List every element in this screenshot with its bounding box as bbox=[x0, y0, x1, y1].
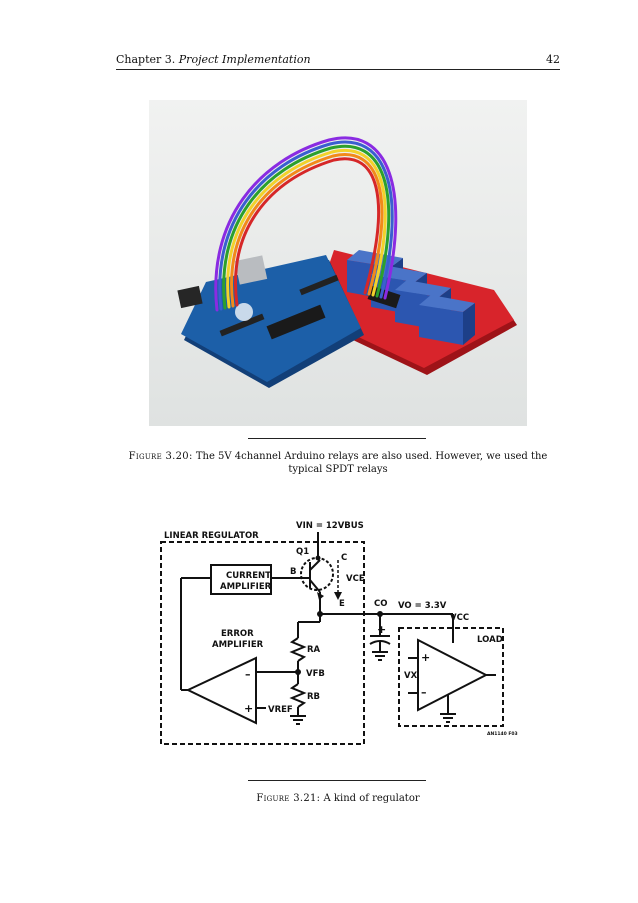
label-load: LOAD bbox=[477, 635, 503, 645]
label-q1: Q1 bbox=[296, 547, 309, 557]
label-error-plus: + bbox=[244, 702, 253, 715]
load-boundary bbox=[398, 627, 504, 727]
label-cap-plus: + bbox=[377, 623, 386, 636]
chapter-heading: Chapter 3. Project Implementation bbox=[116, 53, 311, 66]
label-current-amp-1: CURRENT bbox=[226, 571, 271, 581]
label-vin: VIN = 12VBUS bbox=[296, 521, 364, 531]
ribbon-cable bbox=[214, 136, 398, 312]
running-header: Chapter 3. Project Implementation 42 bbox=[116, 51, 560, 70]
label-error-minus: – bbox=[245, 668, 251, 681]
page-number: 42 bbox=[546, 53, 560, 66]
figure-caption-rule-2 bbox=[248, 780, 426, 781]
label-vce: VCE bbox=[346, 574, 365, 584]
schematic-title: LINEAR REGULATOR bbox=[164, 531, 259, 541]
chapter-title: Project Implementation bbox=[178, 53, 311, 66]
label-load-plus: + bbox=[421, 651, 430, 664]
label-vref: VREF bbox=[268, 705, 293, 715]
caption-text-line2: typical SPDT relays bbox=[288, 464, 388, 475]
figure-label-2: Figure 3.21: bbox=[256, 793, 321, 804]
label-rb: RB bbox=[307, 692, 320, 702]
figure-caption-rule bbox=[248, 438, 426, 439]
label-vx: VX bbox=[404, 671, 418, 681]
figure-caption-3-21: Figure 3.21: A kind of regulator bbox=[116, 792, 560, 805]
label-b: B bbox=[290, 567, 296, 577]
label-load-minus: – bbox=[421, 686, 427, 699]
regulator-boundary bbox=[160, 541, 365, 745]
caption-text-2: A kind of regulator bbox=[323, 793, 420, 804]
label-error-amp-2: AMPLIFIER bbox=[212, 640, 264, 650]
label-error-amp-1: ERROR bbox=[221, 629, 254, 639]
linear-regulator-schematic: LINEAR REGULATOR VIN = 12VBUS Q1 CURRENT… bbox=[160, 521, 518, 745]
label-code: AN1140 F03 bbox=[487, 731, 518, 737]
label-current-amp-2: AMPLIFIER bbox=[220, 582, 272, 592]
label-vcc: VCC bbox=[450, 613, 469, 623]
figure-label: Figure 3.20: bbox=[128, 451, 193, 462]
label-vfb: VFB bbox=[306, 669, 325, 679]
label-c: C bbox=[341, 553, 347, 563]
label-ra: RA bbox=[307, 645, 321, 655]
chapter-label: Chapter 3. bbox=[116, 53, 176, 66]
label-vo: VO = 3.3V bbox=[398, 601, 447, 611]
figure-caption-3-20: Figure 3.20: The 5V 4channel Arduino rel… bbox=[116, 450, 560, 476]
caption-text-line1: The 5V 4channel Arduino relays are also … bbox=[195, 451, 548, 462]
label-e: E bbox=[339, 599, 345, 609]
arduino-relay-photo bbox=[149, 100, 527, 426]
label-co: CO bbox=[374, 599, 387, 609]
